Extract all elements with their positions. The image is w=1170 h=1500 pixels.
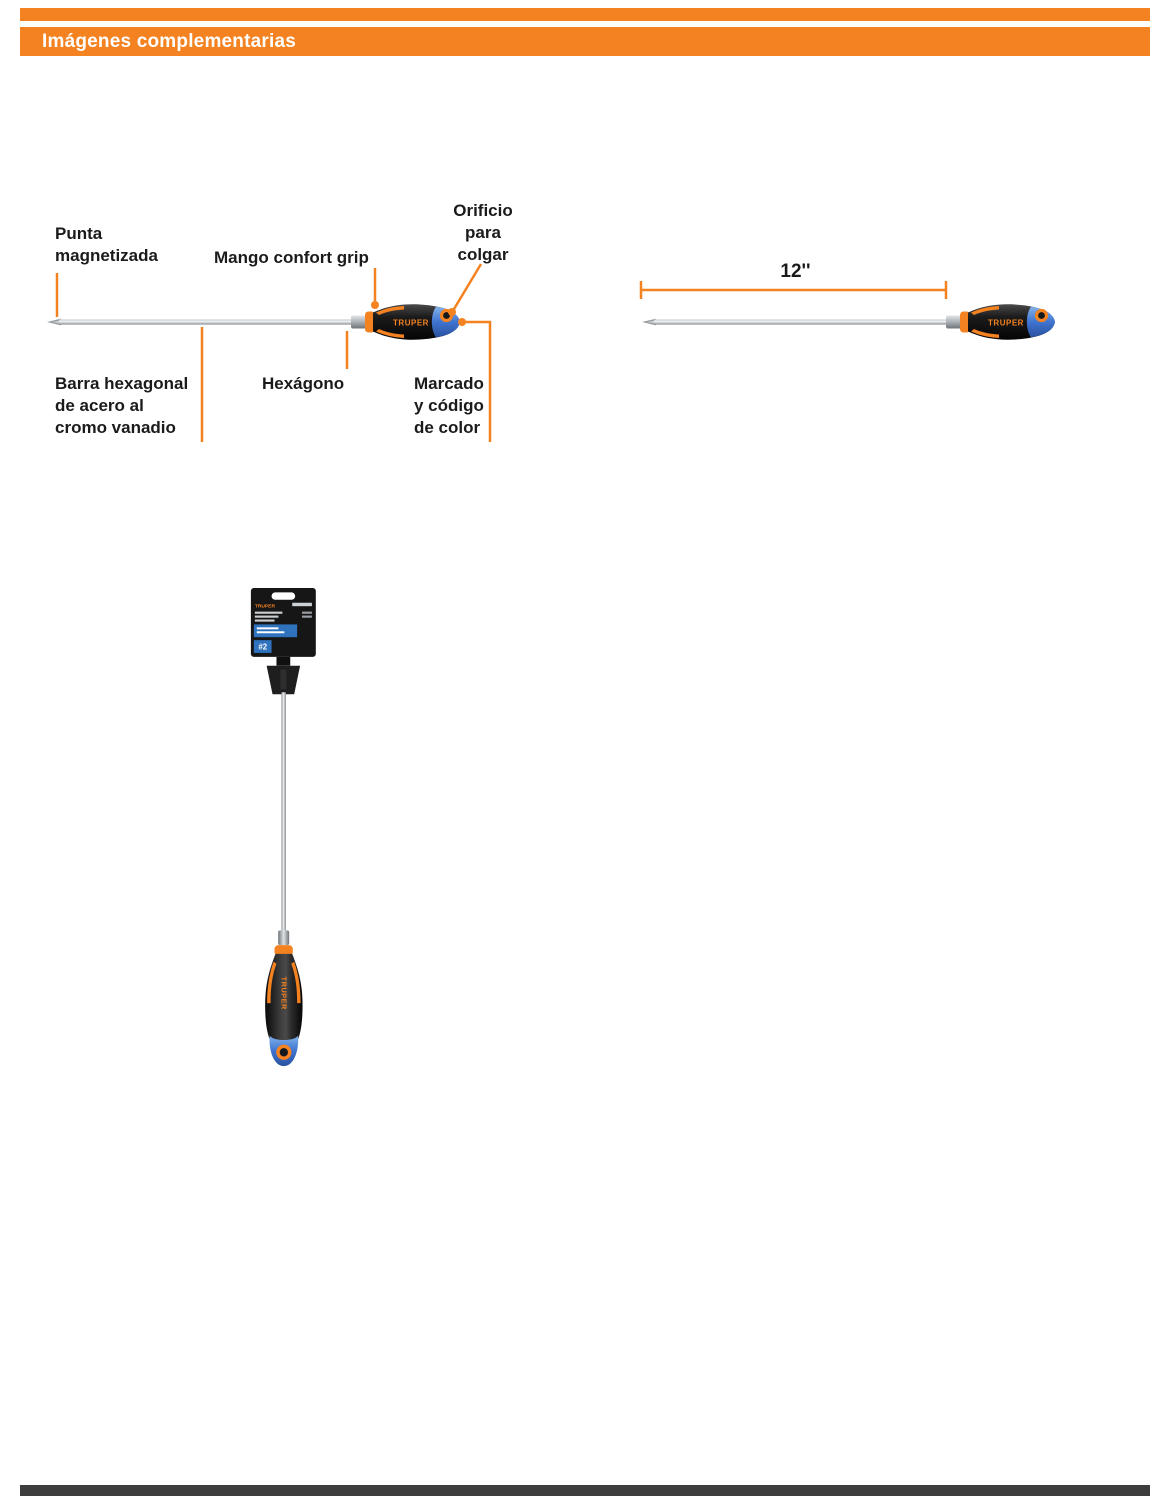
clip-highlight bbox=[280, 669, 287, 690]
handle-accent-right bbox=[291, 961, 301, 1004]
screwdriver-diagram-image bbox=[45, 300, 465, 344]
card-blue-panel bbox=[253, 624, 298, 638]
card-code-bar bbox=[292, 602, 312, 607]
card-brand-text: TRUPER bbox=[255, 604, 276, 610]
hex-bolster bbox=[278, 930, 290, 946]
packaging-clip bbox=[266, 656, 301, 695]
section-header: Imágenes complementarias bbox=[20, 27, 1150, 56]
callout-barra-hexagonal: Barra hexagonal de acero al cromo vanadi… bbox=[55, 374, 189, 437]
section-title: Imágenes complementarias bbox=[42, 30, 297, 52]
screwdriver-vertical: TRUPER bbox=[265, 692, 303, 1067]
dimension-label: 12'' bbox=[780, 261, 811, 282]
top-accent-strip bbox=[20, 8, 1150, 21]
clip-neck bbox=[276, 656, 291, 666]
hang-slot bbox=[271, 592, 296, 600]
callout-punta-magnetizada: Punta magnetizada bbox=[55, 224, 158, 265]
callout-marcado-codigo-color: Marcado y código de color bbox=[414, 374, 484, 437]
card-blue-text-bar bbox=[256, 627, 279, 630]
footer-bar bbox=[20, 1485, 1150, 1496]
handle-accent-left bbox=[267, 961, 277, 1004]
card-text-bar bbox=[254, 611, 283, 614]
card-side-bar bbox=[302, 611, 312, 614]
brand-logo-text-vertical: TRUPER bbox=[279, 977, 288, 1010]
packaged-product-image: TRUPER #2 TRUPER bbox=[250, 588, 316, 1067]
card-blue-text-bar bbox=[256, 631, 285, 634]
callout-orificio-para-colgar: Orificio para colgar bbox=[453, 201, 513, 264]
card-text-bar bbox=[254, 619, 275, 622]
screwdriver-length-image bbox=[640, 300, 1060, 344]
card-side-bar bbox=[302, 615, 312, 618]
hang-hole bbox=[276, 1044, 292, 1060]
tip-size-box bbox=[253, 640, 272, 653]
callout-mango-confort-grip: Mango confort grip bbox=[214, 248, 369, 267]
shaft bbox=[281, 692, 286, 931]
handle-body bbox=[265, 953, 303, 1049]
card-text-bar bbox=[254, 615, 279, 618]
callout-hexagono: Hexágono bbox=[262, 374, 345, 393]
orange-collar bbox=[274, 945, 293, 956]
packaging-card: TRUPER #2 bbox=[250, 588, 316, 657]
tip-size-text: #2 bbox=[258, 642, 267, 651]
